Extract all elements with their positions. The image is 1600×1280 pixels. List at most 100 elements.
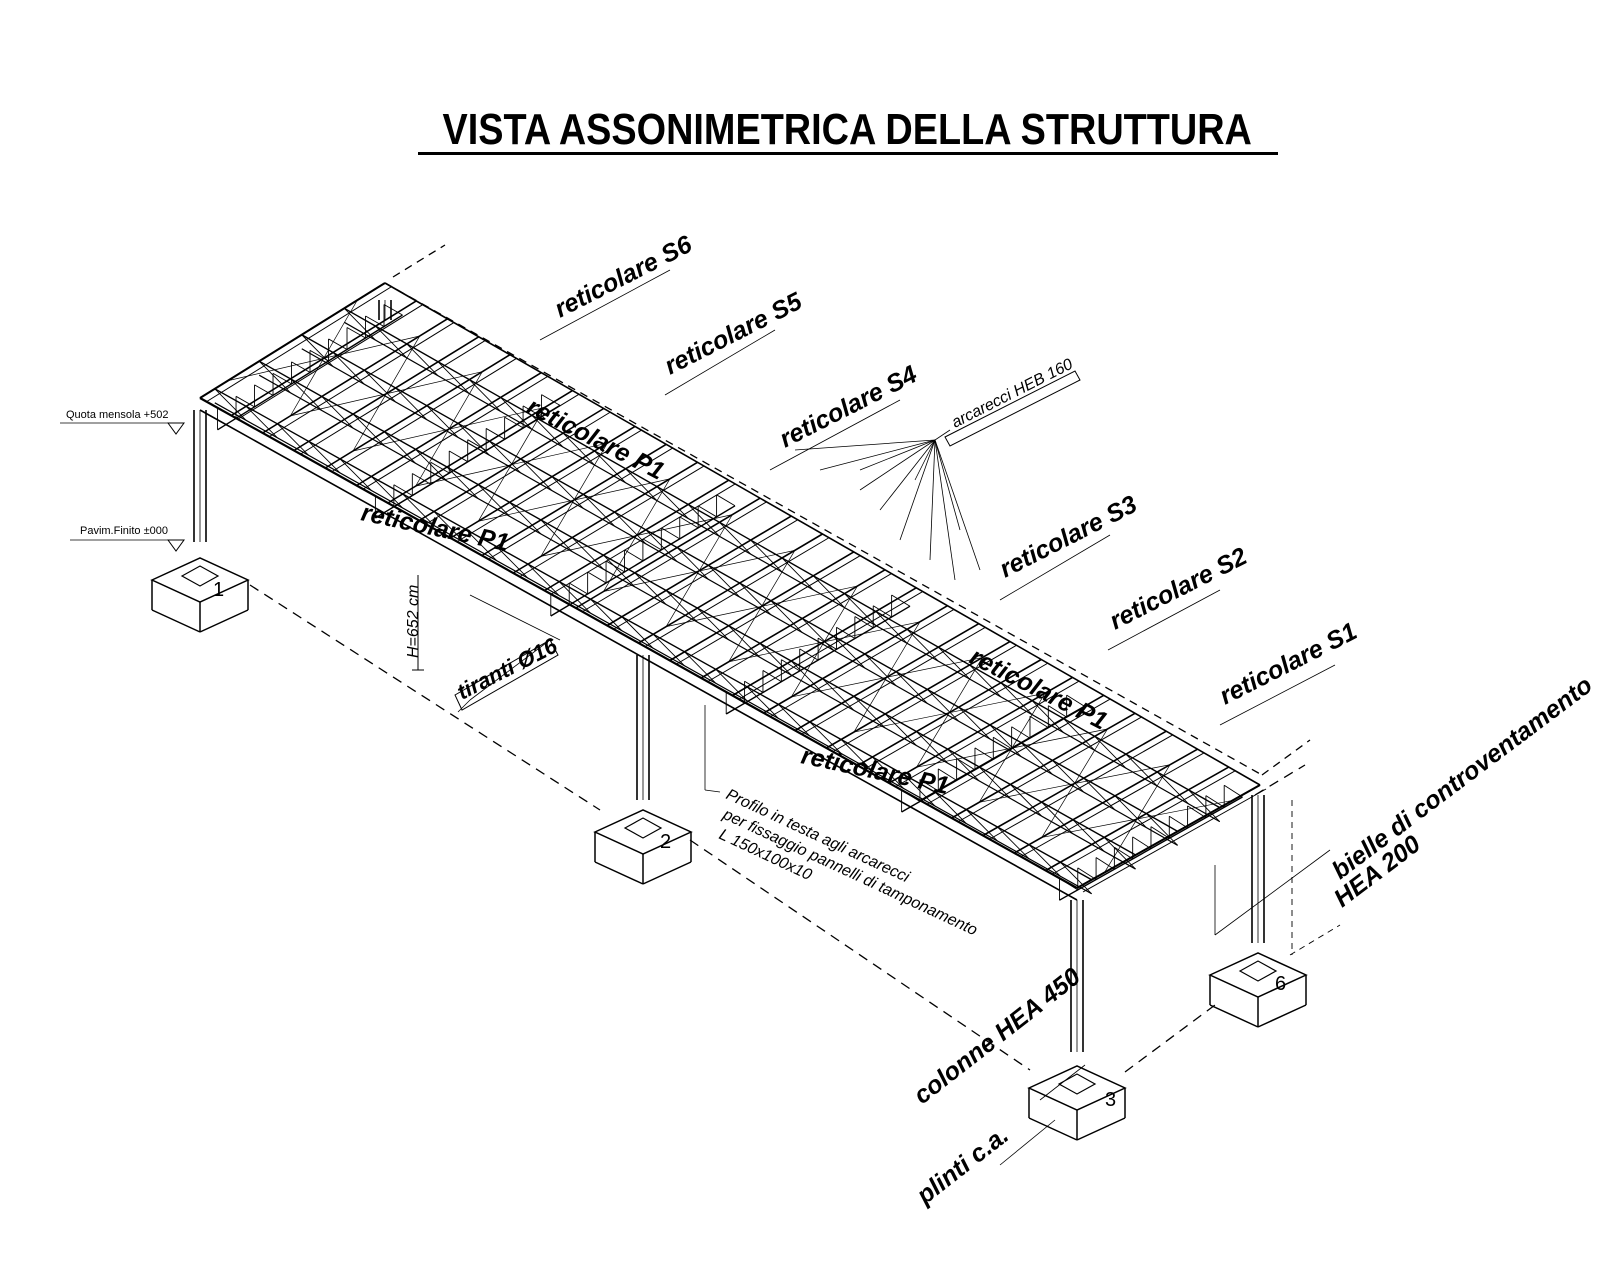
truss-web xyxy=(770,600,803,633)
truss-web xyxy=(433,511,466,544)
truss-web xyxy=(571,537,604,570)
transverse-truss-web xyxy=(919,779,939,792)
transverse-truss-web xyxy=(217,407,237,419)
truss-web xyxy=(500,397,533,430)
transverse-truss-web xyxy=(235,395,255,408)
truss-web xyxy=(603,554,636,588)
truss-web xyxy=(520,458,553,491)
truss-web xyxy=(384,431,417,464)
plinth-1 xyxy=(180,565,220,587)
right-end-dash-bottom xyxy=(1289,924,1341,956)
transverse-truss-web xyxy=(568,582,588,595)
purlin-line xyxy=(644,537,829,648)
transverse-truss-web xyxy=(799,648,819,661)
transverse-truss-web xyxy=(744,680,764,693)
truss-web xyxy=(426,405,459,438)
truss-web xyxy=(978,766,1011,799)
truss-web xyxy=(966,809,999,842)
truss-web xyxy=(1146,813,1178,846)
plinth-number-1: 1 xyxy=(213,579,224,601)
transverse-truss-web xyxy=(365,315,385,327)
truss-web xyxy=(489,440,522,474)
transverse-truss-web xyxy=(762,670,782,683)
arcarecci-leader xyxy=(934,439,981,571)
leader-s4 xyxy=(769,399,901,471)
truss-web xyxy=(1041,801,1074,835)
purlin-line xyxy=(199,282,386,399)
truss-web xyxy=(558,581,591,614)
truss-web xyxy=(1052,760,1085,793)
truss-web xyxy=(872,756,905,789)
truss-web xyxy=(884,713,917,746)
plinth-2 xyxy=(642,861,692,885)
purlin-line xyxy=(612,519,798,630)
truss-web xyxy=(363,369,396,403)
transverse-truss-web xyxy=(485,428,505,440)
transverse-truss-web xyxy=(1114,846,1133,860)
plinth-6 xyxy=(1238,960,1278,982)
label-s6: reticolare S6 xyxy=(550,230,697,324)
transverse-truss-web xyxy=(1011,726,1031,739)
transverse-truss-web xyxy=(1059,877,1079,891)
truss-web xyxy=(822,678,855,711)
truss-web xyxy=(1028,844,1061,877)
label-s4: reticolare S4 xyxy=(775,360,922,453)
transverse-truss-web xyxy=(938,768,957,781)
truss-web xyxy=(1020,742,1053,775)
truss-web xyxy=(332,352,365,385)
plinth-6 xyxy=(1209,1004,1259,1028)
transverse-truss-web xyxy=(328,338,348,350)
purlin-line xyxy=(863,663,1048,770)
label-bielle-1: bielle di controventamento xyxy=(1327,671,1598,885)
transverse-truss-web xyxy=(1150,826,1170,839)
truss-web xyxy=(903,774,936,807)
purlin-line xyxy=(424,412,611,525)
purlin-line xyxy=(700,569,886,679)
truss-web xyxy=(715,669,748,702)
purlin-line xyxy=(205,286,392,403)
leader-s3 xyxy=(999,534,1111,601)
transverse-truss-web xyxy=(1095,857,1115,870)
bracing-line xyxy=(352,335,421,452)
purlin-line xyxy=(237,304,423,420)
leader-plinti xyxy=(999,1119,1056,1166)
roof-front-lower-chord xyxy=(199,409,1078,901)
purlin-line xyxy=(299,340,486,455)
leader-s5 xyxy=(664,329,776,396)
truss-web xyxy=(395,387,428,421)
arcarecci-label-box xyxy=(944,370,1081,447)
purlin-line xyxy=(268,322,454,438)
leader-bielle-2 xyxy=(1214,849,1331,936)
arcarecci-leader xyxy=(934,439,956,581)
transverse-truss-web xyxy=(891,594,911,607)
truss-web xyxy=(728,625,761,658)
truss-web xyxy=(496,546,529,579)
truss-web xyxy=(402,493,435,526)
label-profilo-1: Profilo in testa agli arcarecci xyxy=(723,786,912,886)
truss-web xyxy=(477,484,510,517)
bracing-line xyxy=(540,442,608,557)
truss-web xyxy=(697,607,729,641)
purlin-line xyxy=(324,354,511,469)
label-s5: reticolare S5 xyxy=(660,287,807,381)
bracing-line xyxy=(728,550,796,662)
purlin-line xyxy=(487,447,673,560)
truss-web xyxy=(290,378,323,411)
truss-web xyxy=(582,494,615,527)
truss-web xyxy=(614,511,647,545)
purlin-line xyxy=(706,573,892,683)
label-plinti: plinti c.a. xyxy=(911,1121,1014,1210)
truss-web xyxy=(739,582,772,616)
truss-web xyxy=(840,739,873,772)
arcarecci-leader xyxy=(859,439,936,471)
transverse-truss-web xyxy=(781,659,800,672)
truss-web xyxy=(371,476,404,509)
plinth-1 xyxy=(151,609,201,633)
purlin-line xyxy=(450,425,636,539)
purlin-line xyxy=(362,376,548,490)
purlin-line xyxy=(763,605,948,714)
bracing-line xyxy=(290,300,358,417)
dash-far-right xyxy=(1261,739,1311,776)
transverse-truss-web xyxy=(679,516,699,529)
